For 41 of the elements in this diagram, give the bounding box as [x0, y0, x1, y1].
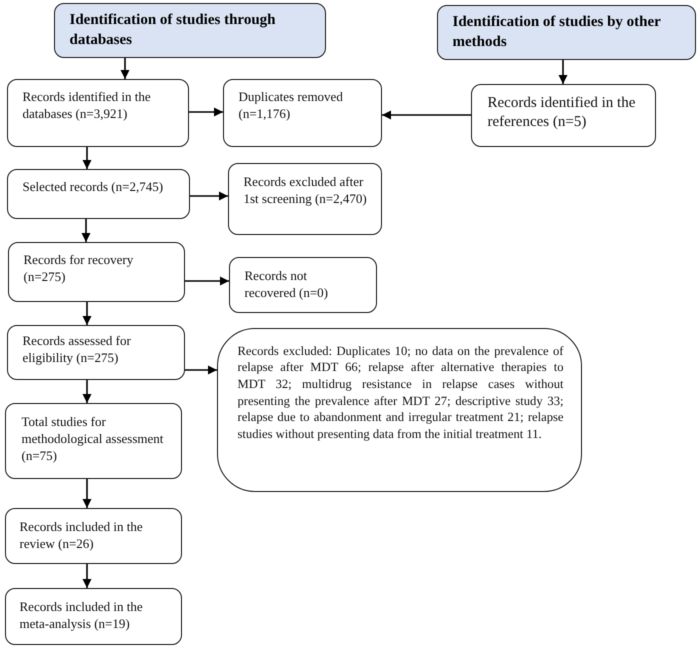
- process-box: [229, 257, 377, 313]
- process-box: [5, 508, 182, 564]
- arrow: [82, 302, 92, 325]
- process-box: [471, 84, 656, 147]
- arrow: [82, 219, 90, 242]
- step-label: Records assessed for eligibility (n=275): [22, 332, 132, 366]
- process-box: [228, 163, 382, 235]
- step-label: Records excluded after 1st screening (n=2,470): [244, 172, 368, 206]
- step-label: Total studies for methodological assessment (n=75): [22, 412, 164, 464]
- arrow: [185, 276, 229, 286]
- arrow: [382, 110, 471, 120]
- arrow: [82, 380, 92, 403]
- step-label: Records included in the meta-analysis (n=19): [20, 598, 144, 632]
- arrow: [82, 564, 92, 588]
- step-label: Records included in the review (n=26): [20, 518, 144, 552]
- process-box: [5, 403, 182, 479]
- section-heading: Identification of studies by other methods: [452, 12, 662, 52]
- arrow: [185, 366, 217, 374]
- arrow: [190, 192, 228, 200]
- section-header-box: [54, 3, 326, 58]
- arrow: [558, 60, 568, 84]
- step-label: Records for recovery (n=275): [24, 250, 134, 284]
- arrow: [82, 147, 92, 169]
- arrow: [82, 479, 92, 508]
- process-box: [7, 325, 185, 380]
- exclusion-reasons-text: Records excluded: Duplicates 10; no data on the prevalence of relapse after MDT 66; relapse after alternative therapies to MDT 32; multidrug resistance in relapse cases without presenting the prevalence after MDT 27; descriptive study 33; relapse due to abandonment and irregular treatment 21; relapse studies without presenting data from the initial treatment 11.: [238, 342, 564, 443]
- step-label: Records identified in the databases (n=3,921): [22, 88, 152, 122]
- step-label: Records identified in the references (n=5): [488, 94, 636, 132]
- section-heading: Identification of studies through databases: [70, 10, 277, 50]
- process-box: [5, 588, 182, 645]
- step-label: Records not recovered (n=0): [244, 266, 329, 300]
- arrow: [120, 58, 130, 79]
- step-label: Duplicates removed (n=1,176): [238, 88, 344, 122]
- process-box: [223, 79, 382, 147]
- arrow: [189, 108, 223, 116]
- section-header-box: [437, 5, 696, 60]
- step-label: Selected records (n=2,745): [22, 178, 164, 194]
- process-box: [7, 79, 189, 147]
- process-box: [8, 242, 185, 302]
- exclusion-box: [217, 328, 582, 492]
- process-box: [7, 169, 190, 219]
